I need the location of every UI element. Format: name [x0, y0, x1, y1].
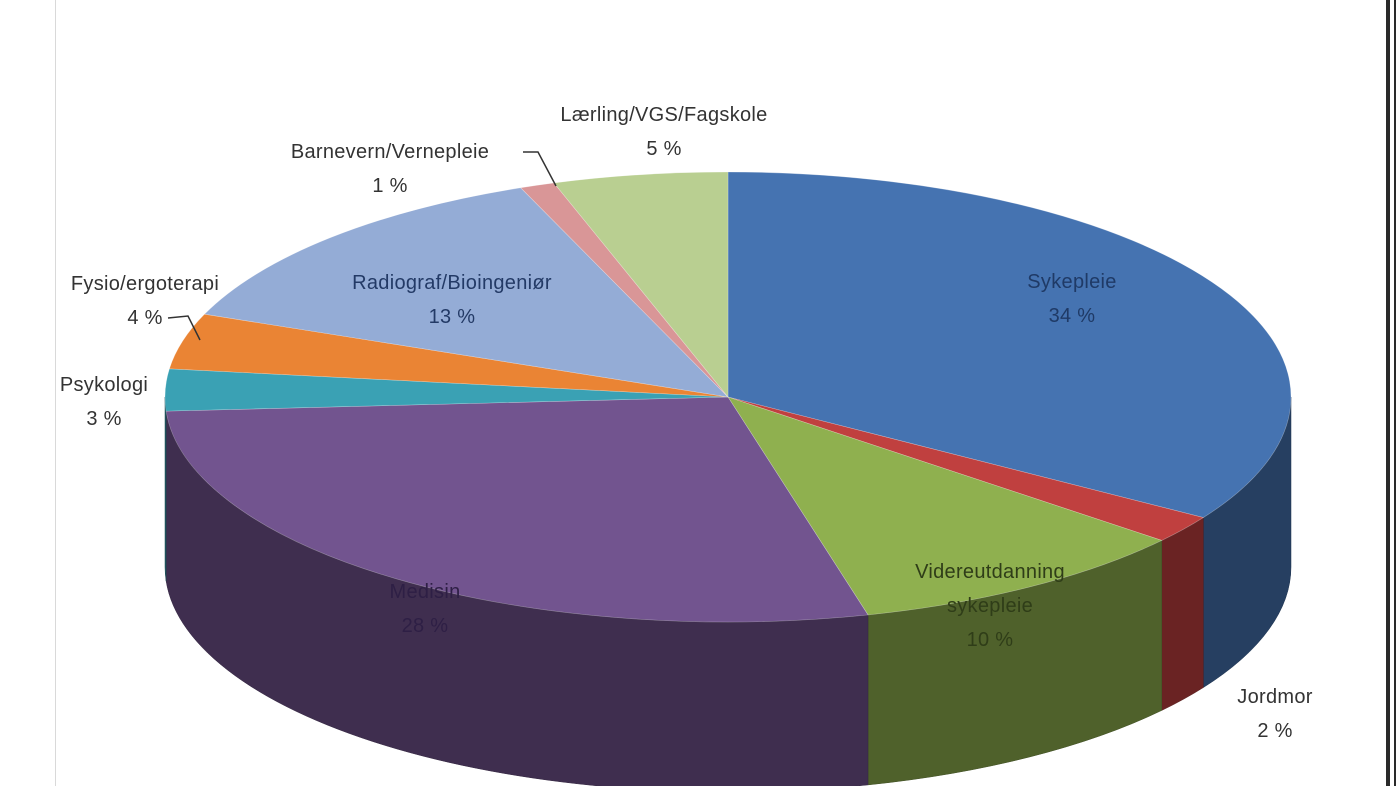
slice-label-3: Medisin — [389, 581, 460, 603]
slice-value-8: 5 % — [646, 138, 681, 160]
slice-top-8 — [553, 171, 729, 398]
pie-tops — [164, 171, 1292, 623]
leader-line-5 — [167, 315, 201, 341]
slice-value-1: 2 % — [1257, 720, 1292, 742]
slice-top-6 — [203, 187, 729, 398]
slice-value-2: 10 % — [967, 629, 1014, 651]
slice-top-2 — [727, 396, 1163, 616]
slice-value-3: 28 % — [402, 615, 449, 637]
slice-top-0 — [727, 171, 1292, 518]
slice-label-0: Sykepleie — [1027, 271, 1116, 293]
slice-top-4 — [164, 368, 729, 412]
slice-top-5 — [169, 313, 729, 398]
slice-value-4: 3 % — [86, 408, 121, 430]
slice-side-4 — [164, 396, 167, 582]
page-edge-rule-secondary — [1394, 0, 1396, 786]
slice-value-6: 13 % — [429, 306, 476, 328]
slice-label-6: Radiograf/Bioingeniør — [352, 272, 552, 294]
pie-sides — [164, 396, 1292, 786]
slice-label-7: Barnevern/Vernepleie — [291, 141, 489, 163]
leader-lines — [167, 151, 557, 341]
slice-label-2-line-1: sykepleie — [947, 595, 1033, 617]
page-edge-rule — [1386, 0, 1390, 786]
slice-top-1 — [727, 396, 1205, 541]
leader-line-7 — [523, 151, 557, 187]
slice-label-4: Psykologi — [60, 374, 148, 396]
slice-label-2-line-0: Videreutdanning — [915, 561, 1065, 583]
slice-label-8: Lærling/VGS/Fagskole — [560, 104, 767, 126]
slice-side-1 — [1161, 517, 1204, 711]
slice-value-7: 1 % — [372, 175, 407, 197]
slice-value-5: 4 % — [127, 307, 162, 329]
slice-value-0: 34 % — [1049, 305, 1096, 327]
slice-label-5: Fysio/ergoterapi — [71, 273, 219, 295]
slice-labels: Sykepleie 34 % Jordmor 2 % Videreutdanning sy… — [60, 104, 1313, 742]
slice-top-3 — [165, 396, 869, 623]
slice-label-1: Jordmor — [1237, 686, 1312, 708]
